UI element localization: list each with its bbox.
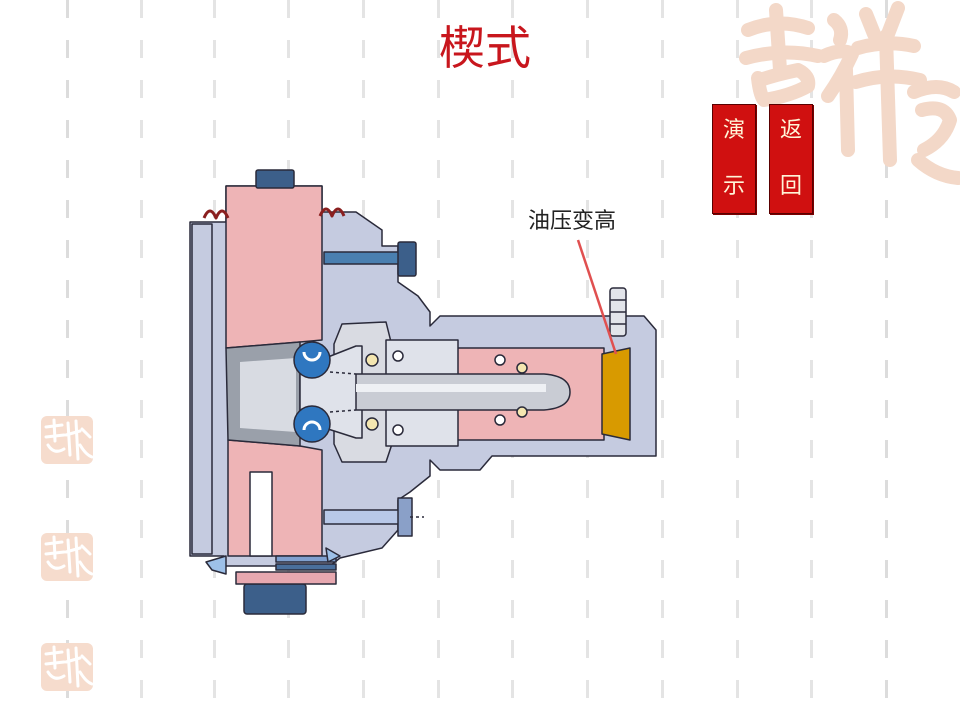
lining-shade (240, 358, 296, 432)
background-dash-column-2 (140, 0, 143, 720)
demo-button[interactable]: 演 示 (712, 104, 756, 214)
top-spring-right (318, 207, 346, 218)
top-spring-left (202, 209, 230, 220)
demo-button-label-top: 演 (722, 118, 745, 143)
brand-logo-icon (739, 1, 960, 185)
lower-right-tab (325, 547, 341, 563)
bottom-ring (235, 571, 337, 585)
brass-seal (601, 347, 631, 441)
center-dash-lower (329, 409, 357, 413)
callout-leader-line (576, 239, 618, 355)
ball-5 (494, 354, 506, 366)
lower-left-tab (205, 555, 227, 575)
ball-6 (494, 414, 506, 426)
bolt-shaft-bottom (323, 509, 411, 525)
seal-stamp-icon-1 (41, 416, 94, 464)
ball-3 (392, 350, 404, 362)
brake-shoe-lower (227, 439, 323, 557)
bolt-shaft-top (323, 251, 401, 265)
plunger-highlight (356, 384, 546, 392)
background-dash-column-10 (736, 0, 739, 720)
background-dash-column-11 (810, 0, 813, 720)
gear-strip-2 (275, 563, 337, 571)
demo-button-label-bottom: 示 (722, 174, 745, 199)
return-slot (249, 471, 273, 557)
ball-7 (516, 362, 528, 374)
top-clamp (255, 169, 295, 189)
ball-4 (392, 424, 404, 436)
back-button-label-bottom: 回 (779, 174, 802, 199)
gear-strip-1 (275, 555, 337, 563)
bolt-head-bottom (397, 497, 413, 537)
ball-2 (365, 417, 379, 431)
lower-roller (293, 405, 331, 443)
bolt-head-top (397, 241, 417, 277)
seal-stamp-icon-2 (41, 533, 94, 581)
page-title: 楔式 (439, 21, 531, 75)
background-dash-column-9 (661, 0, 664, 720)
center-dash-upper (329, 371, 357, 375)
ball-1 (365, 353, 379, 367)
ball-8 (516, 406, 528, 418)
bottom-clamp (243, 583, 307, 615)
background-dash-column-left (66, 0, 69, 720)
brake-shoe-upper (225, 185, 323, 349)
callout-label-oil-pressure: 油压变高 (528, 209, 617, 234)
seal-stamp-icon-3 (41, 643, 94, 691)
background-dash-column-right (885, 0, 888, 720)
back-button-label-top: 返 (779, 118, 802, 143)
back-plate (191, 223, 213, 555)
back-button[interactable]: 返 回 (769, 104, 813, 214)
